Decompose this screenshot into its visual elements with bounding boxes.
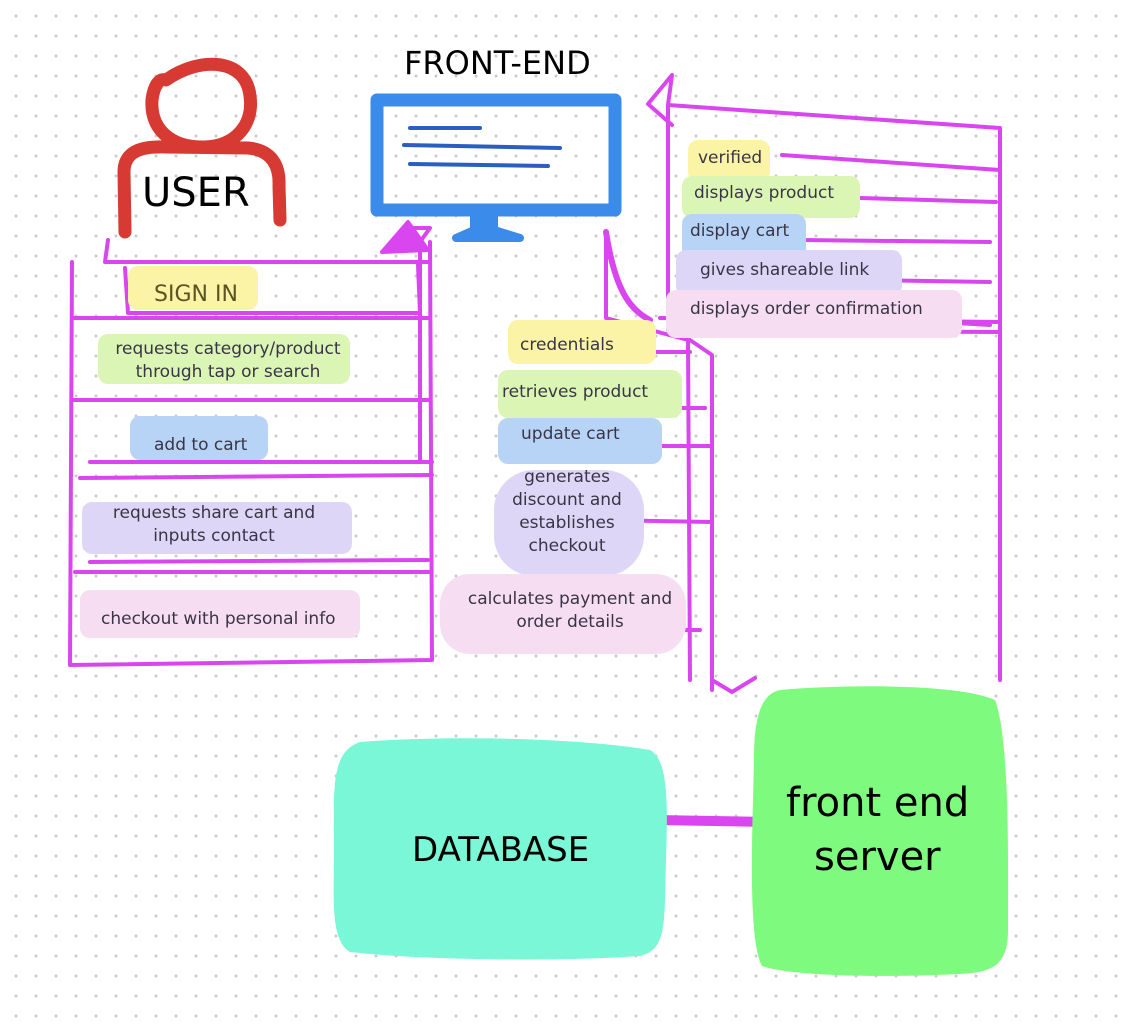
server-label-line2: server: [814, 834, 941, 880]
user-action-sign-in: SIGN IN: [154, 282, 238, 307]
request-update-cart: update cart: [521, 424, 620, 444]
highlight: [688, 140, 770, 182]
highlight: [98, 334, 350, 384]
user-action-checkout: checkout with personal info: [101, 609, 336, 629]
server-label-line1: front end: [786, 780, 970, 826]
monitor-icon: [370, 93, 622, 242]
front-end-label: FRONT-END: [404, 44, 591, 82]
database-label: DATABASE: [412, 830, 590, 870]
highlight: [682, 176, 860, 218]
highlight: [130, 416, 268, 460]
highlight: [666, 290, 962, 338]
highlight: [440, 574, 686, 654]
request-generates-discount: generates discount and establishes check…: [512, 467, 622, 556]
request-credentials: credentials: [520, 335, 614, 355]
highlight: [80, 590, 360, 638]
user-action-request-product: requests category/product through tap or…: [115, 339, 341, 382]
user-action-add-to-cart: add to cart: [154, 435, 248, 455]
user-action-share-cart: requests share cart and inputs contact: [112, 503, 316, 546]
response-display-cart: display cart: [690, 221, 790, 241]
response-shareable-link: gives shareable link: [700, 260, 870, 280]
response-order-confirmation: displays order confirmation: [690, 299, 923, 319]
highlight: [128, 266, 258, 310]
request-retrieves-product: retrieves product: [502, 382, 649, 402]
highlight: [498, 370, 682, 418]
request-calculates-payment: calculates payment and order details: [467, 589, 673, 632]
response-displays-product: displays product: [694, 183, 835, 203]
front-end-server-box: [751, 686, 1009, 976]
highlight: [82, 502, 352, 554]
highlight: [494, 470, 644, 576]
user-icon: [117, 57, 287, 239]
database-box: [333, 738, 667, 960]
highlight: [676, 250, 902, 296]
response-verified: verified: [698, 148, 763, 168]
highlight: [498, 418, 662, 464]
highlight: [508, 320, 656, 364]
user-label: USER: [142, 170, 250, 216]
